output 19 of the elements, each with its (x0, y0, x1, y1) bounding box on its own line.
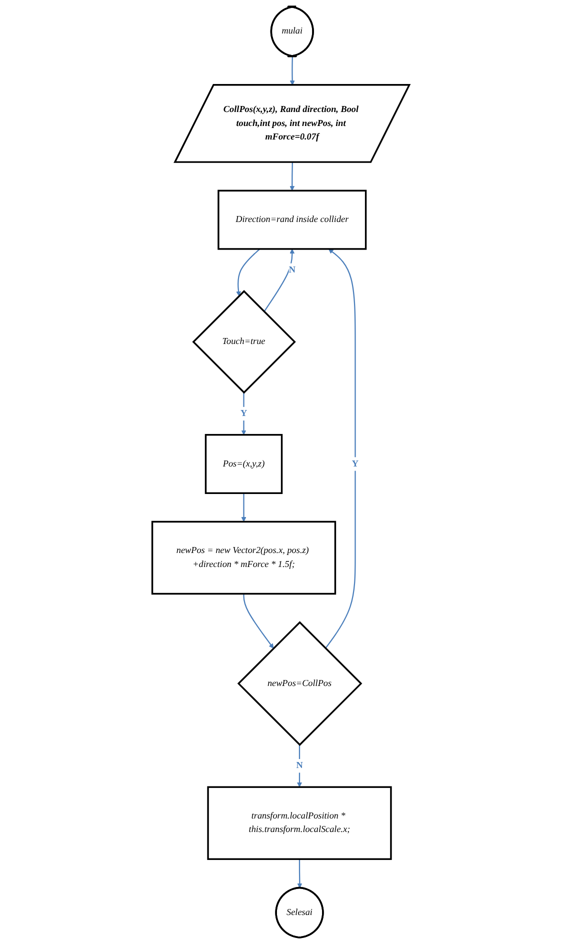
node-box: newPos = new Vector2(pos.x, pos.z) +direction * mForce * 1.5f; (152, 520, 336, 595)
arrow (297, 744, 302, 788)
arrow (236, 248, 260, 296)
edge-label: Y (240, 408, 248, 418)
node-box: transform.localPosition * this.transform.localScale.x; (207, 786, 392, 860)
arrow (325, 248, 356, 649)
edge-label: N (289, 264, 296, 275)
node-diamond: Touch=true (192, 290, 296, 394)
node-box: Pos=(x,y,z) (205, 434, 283, 494)
edge-label: Y (352, 458, 359, 469)
node-diamond: newPos=CollPos (238, 621, 362, 746)
node-box: Direction=rand inside collider (218, 190, 367, 250)
arrow (241, 493, 246, 522)
arrow (290, 162, 295, 191)
arrow (290, 56, 296, 86)
arrow (264, 248, 295, 312)
edge-label: N (296, 760, 303, 770)
arrow (297, 859, 302, 888)
arrow (243, 594, 274, 649)
